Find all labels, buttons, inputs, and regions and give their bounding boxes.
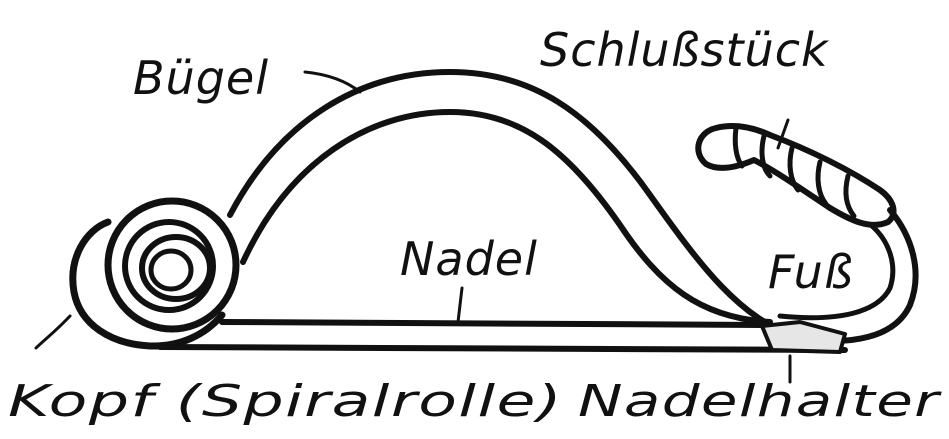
coil-middle-ring [122, 219, 216, 313]
leader-schlussstueck [776, 118, 790, 150]
bow-outer-edge [227, 69, 919, 344]
coil-center [148, 248, 194, 292]
label-nadelhalter: Nadelhalter [578, 376, 943, 427]
coil-outer-ring [104, 197, 240, 333]
coil-outer-back-loop [69, 218, 226, 350]
terminal-knob-divider-2 [759, 133, 773, 179]
leader-kopf [34, 314, 72, 350]
label-buegel: Bügel [133, 51, 269, 105]
terminal-knob-divider-3 [787, 145, 801, 193]
leader-buegel [303, 70, 362, 94]
pin-lower-edge [157, 344, 848, 353]
terminal-outline [695, 123, 897, 228]
label-kopf: Kopf (Spiralrolle) [8, 376, 563, 427]
leader-lines [34, 70, 792, 384]
spiral-coil [69, 197, 240, 350]
label-fuss: Fuß [768, 245, 854, 299]
label-nadel: Nadel [400, 232, 538, 286]
terminal-piece [695, 123, 897, 228]
pin-upper-edge [219, 319, 773, 328]
fibula-drawing [34, 69, 919, 384]
leader-nadel [456, 286, 464, 324]
terminal-knob-divider-4 [815, 159, 829, 207]
terminal-knob-divider-1 [732, 125, 745, 169]
coil-inner-ring [139, 234, 213, 302]
foot-inner-edge [777, 223, 896, 321]
terminal-knob-divider-5 [843, 173, 857, 219]
bow-inner-edge [240, 109, 773, 325]
pin [157, 319, 848, 353]
label-schlussstueck: Schlußstück [540, 23, 830, 77]
catch-plate [760, 320, 847, 354]
bow [227, 69, 919, 344]
